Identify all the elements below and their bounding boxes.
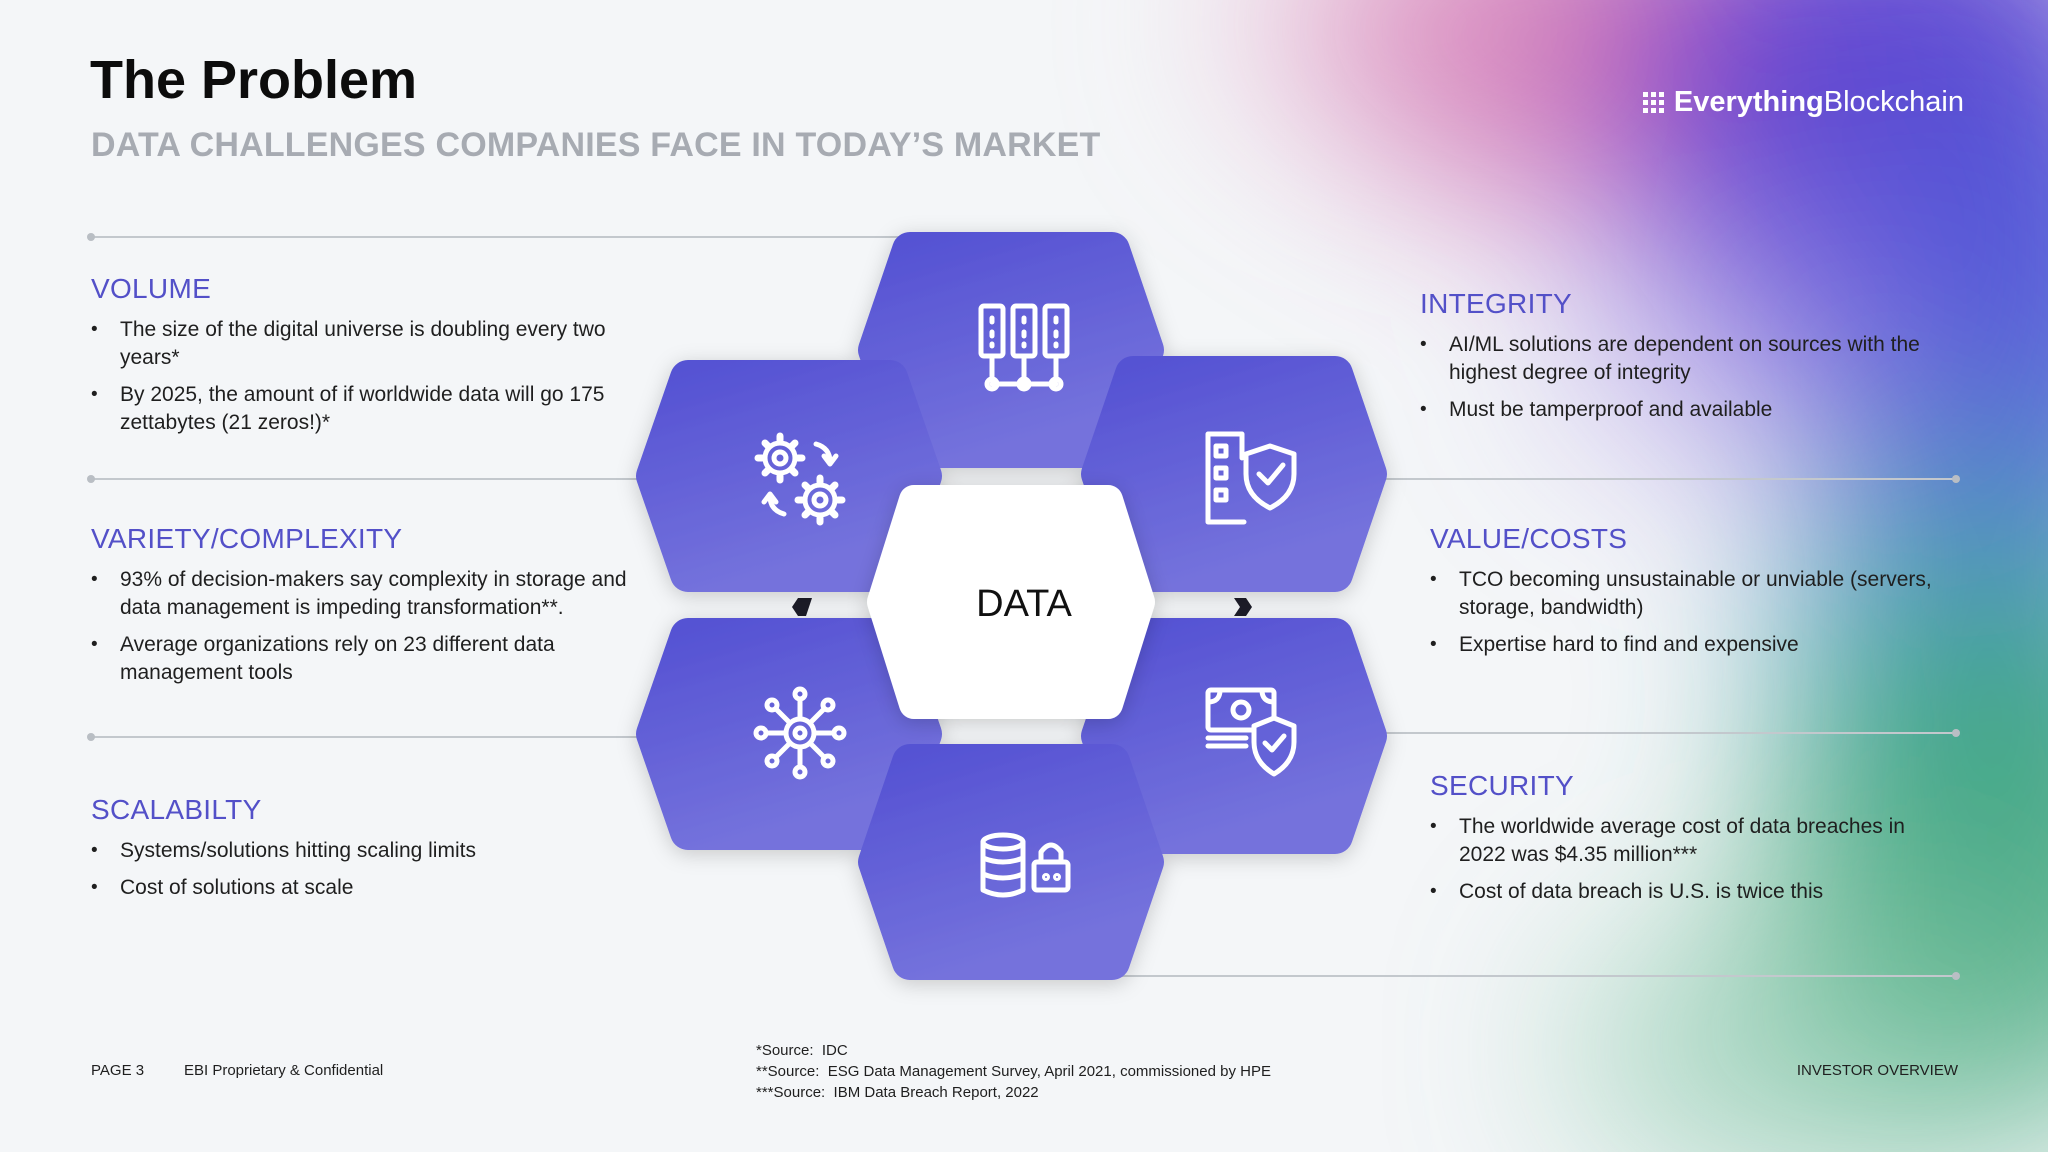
footnote-source: **Source: ESG Data Management Survey, Ap… bbox=[756, 1063, 1271, 1080]
hex-upper-left bbox=[636, 360, 942, 592]
list-item: The worldwide average cost of data breac… bbox=[1430, 813, 1950, 869]
separator-right-mid bbox=[1385, 475, 1960, 483]
list-item: Expertise hard to find and expensive bbox=[1430, 631, 1960, 659]
section-heading-value: VALUE/COSTS bbox=[1430, 523, 1628, 554]
section-value-costs: VALUE/COSTS TCO becoming unsustainable o… bbox=[1430, 522, 1960, 668]
list-item: AI/ML solutions are dependent on sources… bbox=[1420, 331, 1960, 387]
section-security: SECURITY The worldwide average cost of d… bbox=[1430, 769, 1950, 915]
list-item: By 2025, the amount of if worldwide data… bbox=[91, 381, 611, 437]
list-item: TCO becoming unsustainable or unviable (… bbox=[1430, 566, 1960, 622]
database-lock-icon bbox=[980, 832, 1071, 898]
section-volume: VOLUME The size of the digital universe … bbox=[91, 272, 611, 446]
center-data-label: DATA bbox=[976, 583, 1072, 625]
section-heading-integrity: INTEGRITY bbox=[1420, 288, 1573, 319]
footer-investor-overview: INVESTOR OVERVIEW bbox=[1796, 1062, 1958, 1079]
footnote-source: ***Source: IBM Data Breach Report, 2022 bbox=[756, 1084, 1039, 1101]
money-shield-icon bbox=[1205, 687, 1297, 777]
network-hub-icon bbox=[753, 686, 847, 780]
footer-page-number: PAGE 3 bbox=[91, 1062, 145, 1079]
section-heading-security: SECURITY bbox=[1430, 770, 1574, 801]
gears-sync-icon bbox=[754, 432, 846, 526]
separator-right-bottom bbox=[1105, 972, 1960, 980]
list-item: 93% of decision-makers say complexity in… bbox=[91, 566, 651, 622]
page-subtitle: DATA CHALLENGES COMPANIES FACE IN TODAY’… bbox=[91, 126, 1101, 164]
list-item: Systems/solutions hitting scaling limits bbox=[91, 837, 631, 865]
section-variety-complexity: VARIETY/COMPLEXITY 93% of decision-maker… bbox=[91, 522, 651, 696]
logo-grid-icon bbox=[1642, 91, 1664, 113]
server-rack-icon bbox=[978, 303, 1070, 392]
separator-left-top bbox=[87, 233, 941, 241]
list-item: Cost of data breach is U.S. is twice thi… bbox=[1430, 878, 1950, 906]
footnote-sources: *Source: IDC **Source: ESG Data Manageme… bbox=[756, 1040, 1271, 1103]
separator-left-low bbox=[87, 733, 661, 741]
section-integrity: INTEGRITY AI/ML solutions are dependent … bbox=[1420, 287, 1960, 433]
separator-left-mid bbox=[87, 475, 661, 483]
section-scalability: SCALABILTY Systems/solutions hitting sca… bbox=[91, 793, 631, 911]
separator-right-low bbox=[1385, 729, 1960, 737]
footer-confidential: EBI Proprietary & Confidential bbox=[184, 1062, 384, 1079]
list-item: Must be tamperproof and available bbox=[1420, 396, 1960, 424]
company-logo: EverythingBlockchain bbox=[1642, 86, 1964, 118]
section-heading-variety: VARIETY/COMPLEXITY bbox=[91, 523, 403, 554]
list-item: Cost of solutions at scale bbox=[91, 874, 631, 902]
checklist-shield-icon bbox=[1205, 431, 1297, 525]
logo-text-light: Blockchain bbox=[1823, 86, 1964, 118]
hex-center bbox=[867, 485, 1155, 719]
hex-upper-right bbox=[1081, 356, 1387, 592]
page-title: The Problem bbox=[90, 50, 418, 110]
list-item: Average organizations rely on 23 differe… bbox=[91, 631, 651, 687]
footnote-source: *Source: IDC bbox=[756, 1042, 848, 1059]
list-item: The size of the digital universe is doub… bbox=[91, 316, 611, 372]
section-heading-scalability: SCALABILTY bbox=[91, 794, 262, 825]
logo-text-bold: Everything bbox=[1673, 86, 1824, 118]
section-heading-volume: VOLUME bbox=[91, 273, 212, 304]
